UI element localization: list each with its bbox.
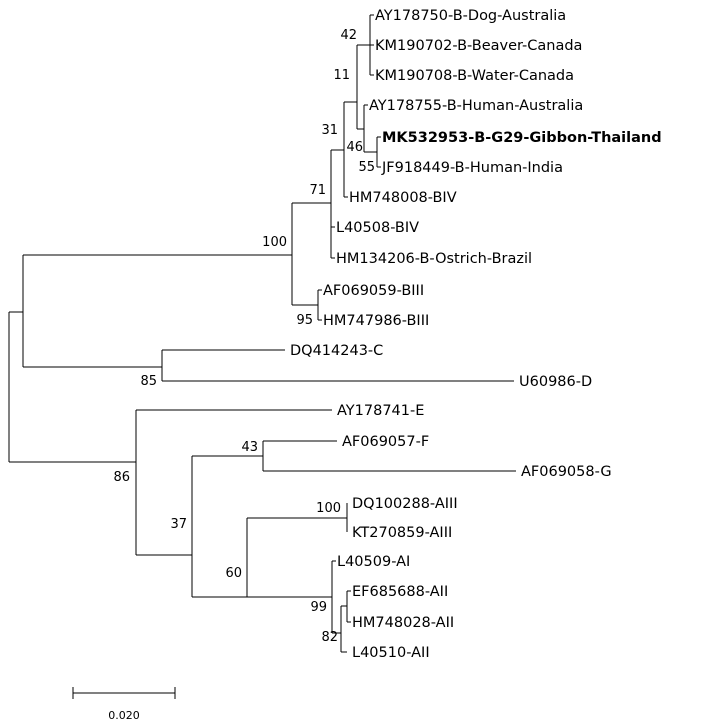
leaf-label: U60986-D bbox=[519, 374, 592, 390]
leaf-labels: AY178750-B-Dog-AustraliaKM190702-B-Beave… bbox=[290, 8, 662, 661]
bootstrap-value: 85 bbox=[140, 374, 157, 389]
scale-bar-label: 0.020 bbox=[108, 709, 140, 722]
bootstrap-labels: 42 11 31 46 55 71 100 95 85 86 43 37 100 60 99 82 bbox=[113, 28, 375, 645]
leaf-label: KM190708-B-Water-Canada bbox=[375, 68, 574, 84]
bootstrap-value: 99 bbox=[310, 600, 327, 615]
scale-bar: 0.020 bbox=[72, 687, 176, 722]
leaf-label: AF069058-G bbox=[521, 464, 612, 480]
tree-branches bbox=[8, 14, 516, 653]
bootstrap-value: 60 bbox=[225, 566, 242, 581]
bootstrap-value: 100 bbox=[262, 235, 287, 250]
bootstrap-value: 11 bbox=[333, 68, 350, 83]
leaf-label: AY178750-B-Dog-Australia bbox=[375, 8, 566, 24]
leaf-label: L40508-BIV bbox=[336, 220, 419, 236]
bootstrap-value: 31 bbox=[321, 123, 338, 138]
bootstrap-value: 71 bbox=[309, 183, 326, 198]
bootstrap-value: 46 bbox=[346, 140, 363, 155]
leaf-label: HM134206-B-Ostrich-Brazil bbox=[336, 251, 532, 267]
leaf-label: AY178741-E bbox=[337, 403, 424, 419]
leaf-label: KT270859-AIII bbox=[352, 525, 452, 541]
bootstrap-value: 86 bbox=[113, 470, 130, 485]
bootstrap-value: 42 bbox=[340, 28, 357, 43]
leaf-label: JF918449-B-Human-India bbox=[381, 160, 563, 176]
bootstrap-value: 37 bbox=[170, 517, 187, 532]
leaf-label: HM748008-BIV bbox=[349, 190, 457, 206]
leaf-label: DQ100288-AIII bbox=[352, 496, 458, 512]
leaf-label: MK532953-B-G29-Gibbon-Thailand bbox=[382, 130, 662, 146]
scale-bar-line bbox=[72, 687, 176, 699]
bootstrap-value: 95 bbox=[296, 313, 313, 328]
leaf-label: EF685688-AII bbox=[352, 584, 448, 600]
leaf-label: AF069059-BIII bbox=[323, 283, 424, 299]
leaf-label: DQ414243-C bbox=[290, 343, 383, 359]
bootstrap-value: 55 bbox=[358, 160, 375, 175]
bootstrap-value: 43 bbox=[241, 440, 258, 455]
leaf-label: AF069057-F bbox=[342, 434, 429, 450]
leaf-label: HM747986-BIII bbox=[323, 313, 429, 329]
bootstrap-value: 100 bbox=[316, 501, 341, 516]
leaf-label: L40510-AII bbox=[352, 645, 430, 661]
leaf-label: HM748028-AII bbox=[352, 615, 454, 631]
bootstrap-value: 82 bbox=[321, 630, 338, 645]
leaf-label: AY178755-B-Human-Australia bbox=[369, 98, 583, 114]
leaf-label: L40509-AI bbox=[337, 554, 410, 570]
leaf-label: KM190702-B-Beaver-Canada bbox=[375, 38, 582, 54]
